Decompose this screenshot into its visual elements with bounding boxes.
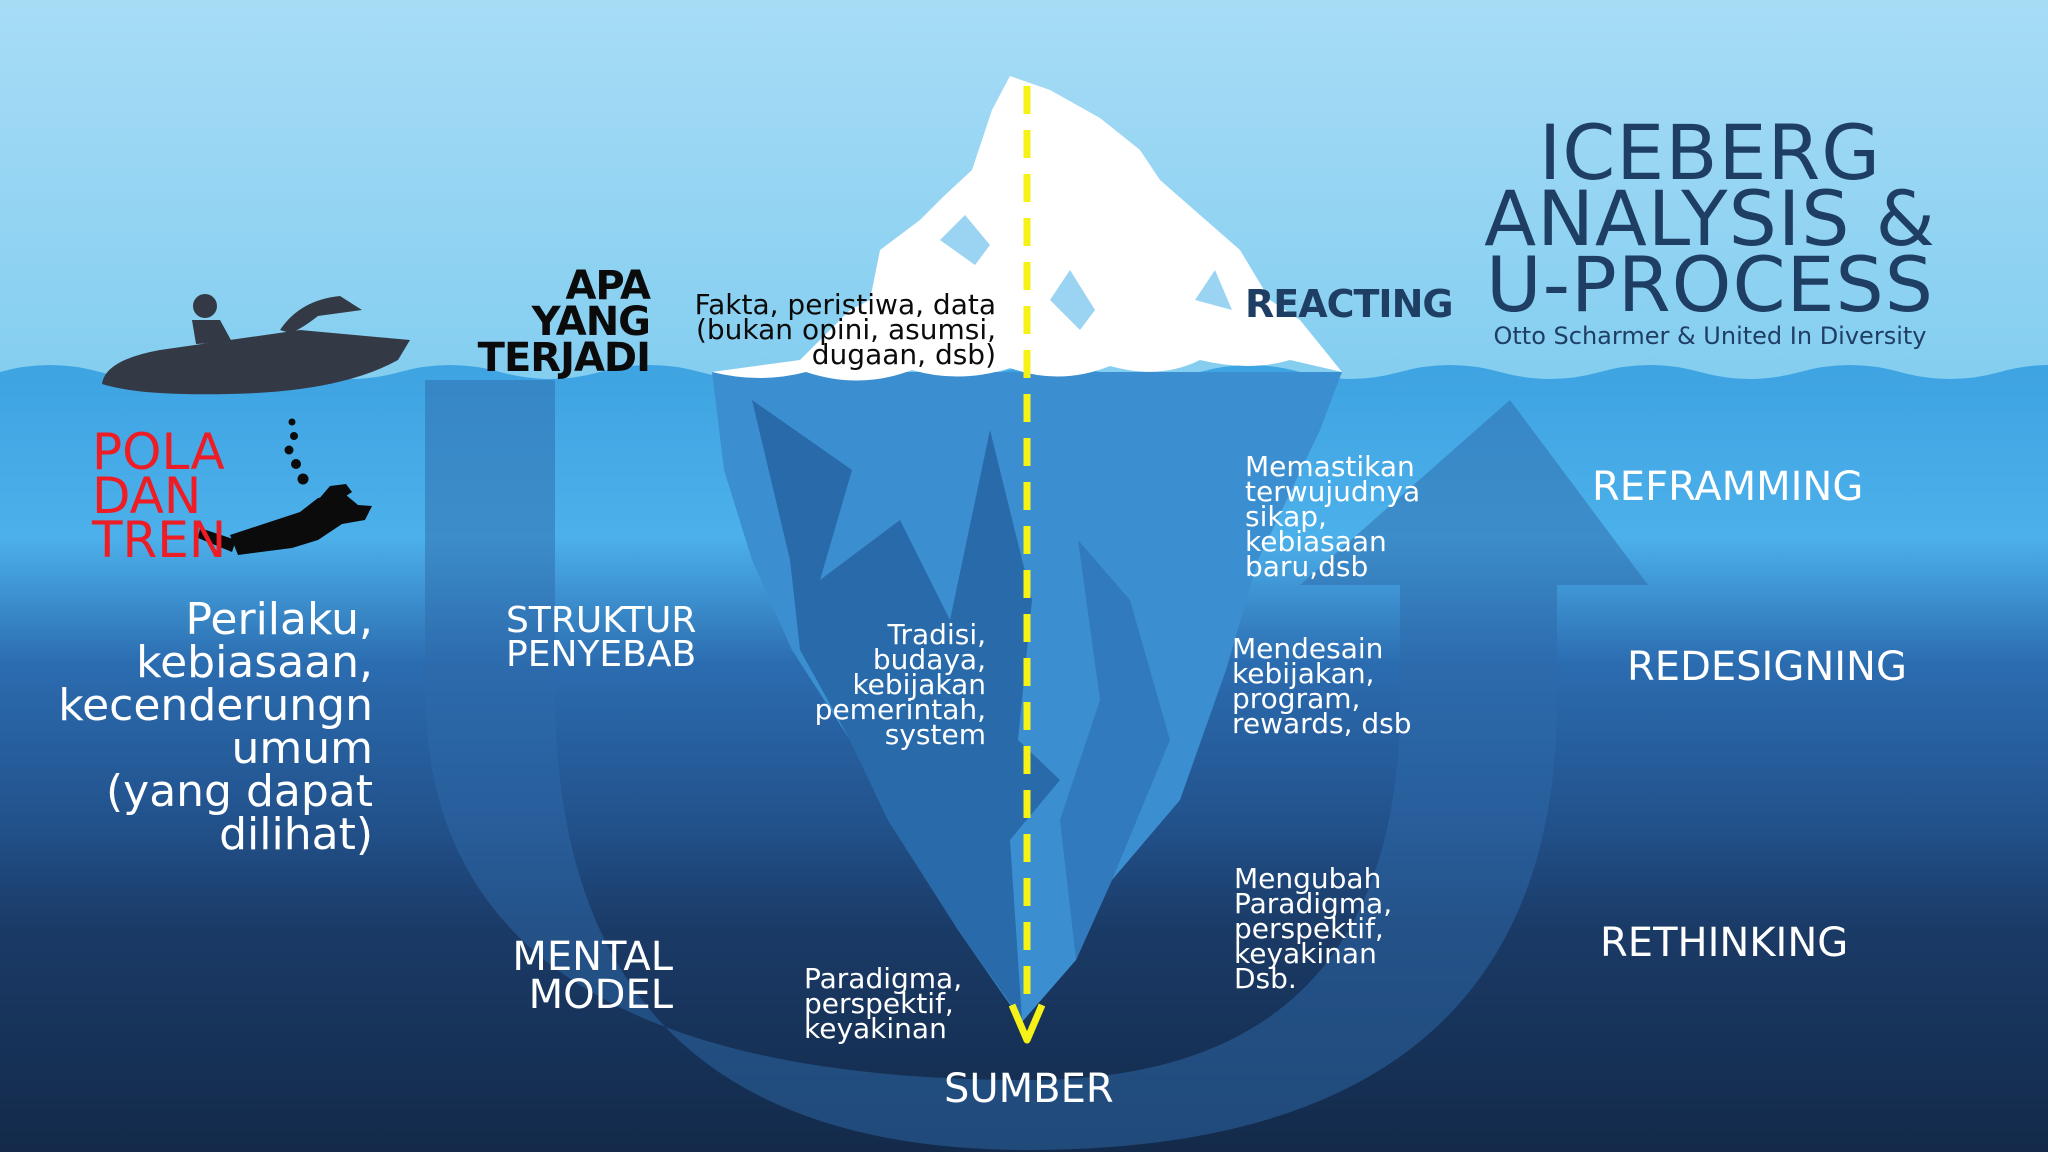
note-paradigma: Paradigma, perspektif, keyakinan: [804, 962, 963, 1045]
level-mental-model: MENTAL MODEL: [512, 934, 673, 1018]
iceberg-snow-shade: [940, 215, 1232, 330]
arrow-down-icon: [1008, 1003, 1046, 1044]
label-redesigning: REDESIGNING: [1627, 644, 1907, 690]
iceberg-shadow: [752, 400, 1060, 1020]
note-tradisi: Tradisi, budaya, kebijakan pemerintah, s…: [814, 618, 986, 751]
scuba-diver-icon: [198, 418, 372, 555]
iceberg-underwater: [712, 372, 1342, 1022]
note-mendesain: Mendesain kebijakan, program, rewards, d…: [1232, 632, 1412, 740]
label-pola-dan-tren: POLA DAN TREN: [92, 423, 227, 569]
note-fakta: Fakta, peristiwa, data (bukan opini, asu…: [694, 288, 996, 371]
label-reframming: REFRAMMING: [1592, 464, 1864, 510]
speedboat-icon: [102, 294, 410, 395]
label-reacting: REACTING: [1245, 282, 1454, 326]
level-apa-yang-terjadi: APA YANG TERJADI: [477, 263, 651, 381]
label-rethinking: RETHINKING: [1600, 920, 1849, 966]
note-perilaku: Perilaku, kebiasaan, kecenderungn umum (…: [58, 594, 373, 860]
note-memastikan: Memastikan terwujudnya sikap, kebiasaan …: [1245, 450, 1421, 583]
diagram-title: ICEBERG ANALYSIS & U-PROCESS: [1484, 108, 1936, 329]
note-mengubah: Mengubah Paradigma, perspektif, keyakina…: [1234, 862, 1393, 995]
level-struktur-penyebab: STRUKTUR PENYEBAB: [506, 600, 697, 675]
level-sumber: SUMBER: [944, 1066, 1114, 1112]
iceberg-shadow-2: [1060, 540, 1170, 960]
u-arrow-icon: [425, 380, 1648, 1150]
diagram-subtitle: Otto Scharmer & United In Diversity: [1493, 322, 1927, 350]
